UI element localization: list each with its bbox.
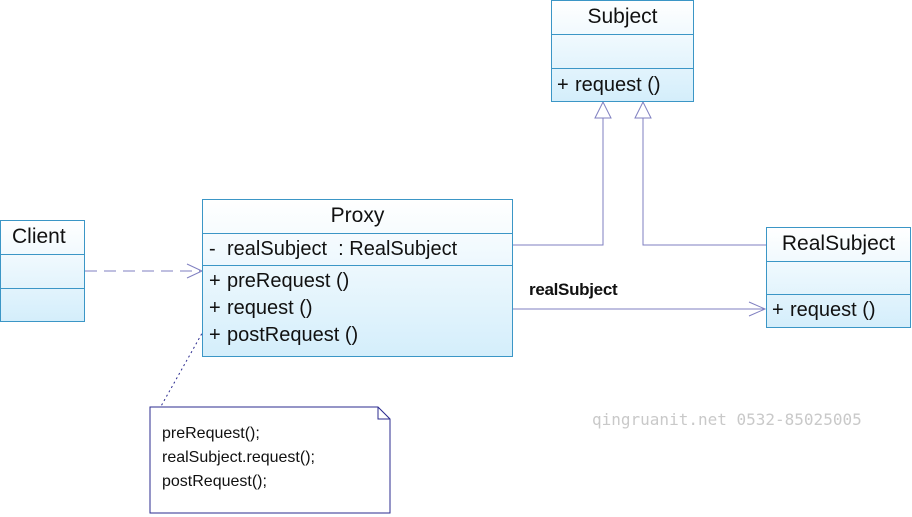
visibility-marker: + [772,299,784,321]
operation-text: request () [790,299,876,321]
generalization-arrowhead [634,100,652,119]
attribute-text: realSubject : RealSubject [227,238,458,260]
operation-text: request () [575,74,661,96]
visibility-marker: + [209,270,221,292]
proxy-class-name: Proxy [203,200,512,234]
note-line: realSubject.request(); [162,449,315,466]
realsubject-class[interactable]: RealSubject + request () [766,227,911,328]
proxy-operations: + preRequest () + request () + postRequest … [203,266,512,356]
client-operations [1,289,84,321]
subject-attributes [552,35,693,69]
proxy-attribute-realsubject: -realSubject : RealSubject [203,234,512,266]
client-class-name: Client [1,221,84,255]
proxy-class[interactable]: Proxy -realSubject : RealSubject + preReq… [202,199,513,357]
subject-operation-request: + request () [552,69,693,101]
watermark: qingruanit.net 0532-85025005 [592,410,862,429]
client-class[interactable]: Client [0,220,85,322]
proxy-generalization-line [513,118,604,246]
proxy-operation-prerequest: + preRequest () [203,268,512,295]
note-line: postRequest(); [162,473,267,490]
visibility-marker: + [557,74,569,96]
note-line: preRequest(); [162,425,260,442]
note-content: preRequest(); realSubject.request(); pos… [162,422,315,494]
operation-text: request () [227,297,313,319]
generalization-arrowhead [594,100,612,119]
proxy-operation-postrequest: + postRequest () [203,322,512,349]
association-arrowhead [748,301,767,317]
note-fold [377,407,390,420]
note-anchor-line [159,311,215,409]
realsubject-class-name: RealSubject [767,228,910,262]
subject-class[interactable]: Subject + request () [551,0,694,102]
subject-class-name: Subject [552,1,693,35]
operation-text: postRequest () [227,324,359,346]
visibility-marker: + [209,324,221,346]
visibility-marker: + [209,297,221,319]
client-attributes [1,255,84,289]
visibility-marker: - [209,238,216,260]
realsubject-attributes [767,262,910,295]
association-label: realSubject [529,280,618,299]
realsubject-operation-request: + request () [767,295,910,327]
proxy-operation-request: + request () [203,295,512,322]
operation-text: preRequest () [227,270,350,292]
note-box [149,406,391,514]
realsubject-generalization-line [642,118,766,246]
